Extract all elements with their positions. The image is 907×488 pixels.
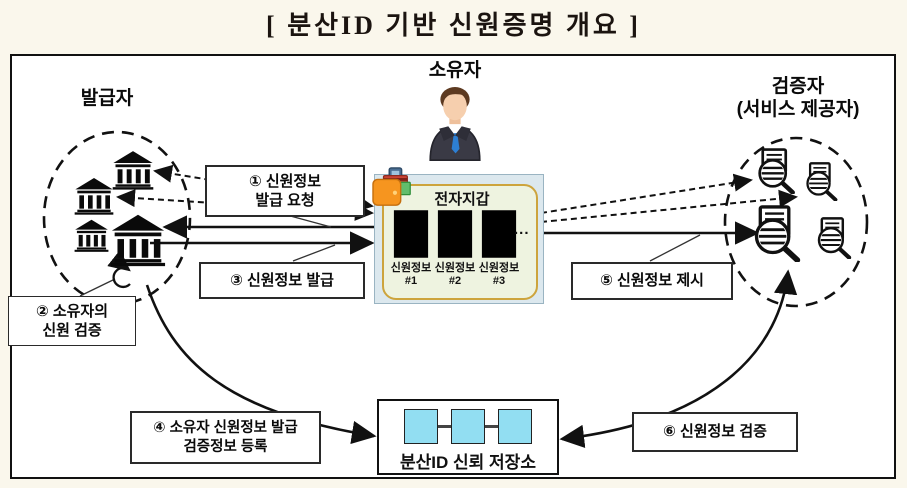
credential-number: #1: [404, 274, 418, 287]
step6-label-box: ⑥ 신원정보 검증: [632, 412, 798, 452]
bank-icon: [112, 150, 154, 190]
chain-link: [438, 425, 451, 428]
step2-line1: ② 소유자의: [35, 302, 109, 320]
credential-label-2: 신원정보 #2: [432, 262, 478, 287]
step3-line1: ③ 신원정보 발급: [230, 271, 334, 289]
block-icon: [451, 409, 485, 444]
owner-label: 소유자: [428, 60, 482, 81]
credential-label-1: 신원정보 #1: [388, 262, 434, 287]
verify-document-icon: [752, 148, 798, 194]
credential-name: 신원정보: [434, 262, 476, 274]
verifier-label-line2: (서비스 제공자): [736, 98, 860, 120]
step5-label-box: ⑤ 신원정보 제시: [571, 262, 733, 300]
credential-name: 신원정보: [478, 262, 520, 274]
verify-document-icon: [812, 217, 854, 259]
step1-line1: ① 신원정보: [248, 172, 322, 190]
trust-storage-label: 분산ID 신뢰 저장소: [400, 453, 536, 472]
blockchain-icon: [404, 409, 532, 444]
credential-icon-1: [392, 208, 430, 260]
step2-line2: 신원 검증: [42, 322, 102, 339]
trust-storage-box: 분산ID 신뢰 저장소: [377, 399, 559, 475]
credential-icon-2: [436, 208, 474, 260]
wallet-title: 전자지갑: [434, 191, 490, 208]
bank-icon: [110, 213, 166, 267]
block-icon: [498, 409, 532, 444]
page-title: [ 분산ID 기반 신원증명 개요 ]: [266, 11, 641, 40]
credential-number: #3: [492, 274, 506, 287]
credential-name: 신원정보: [390, 262, 432, 274]
step5-line1: ⑤ 신원정보 제시: [600, 272, 704, 290]
wallet-icon: [372, 167, 411, 206]
step2-label-box: ② 소유자의 신원 검증: [8, 296, 136, 346]
verifier-label-line1: 검증자: [771, 76, 825, 97]
verify-document-icon: [747, 205, 804, 262]
step4-line2: 검증정보 등록: [183, 438, 268, 455]
credential-number: #2: [448, 274, 462, 287]
step1-line2: 발급 요청: [255, 192, 315, 209]
credential-icon-3: [480, 208, 518, 260]
step4-label-box: ④ 소유자 신원정보 발급 검증정보 등록: [130, 411, 321, 464]
step3-label-box: ③ 신원정보 발급: [199, 262, 365, 299]
verifier-label: 검증자 (서비스 제공자): [698, 76, 898, 122]
step1-label-box: ① 신원정보 발급 요청: [205, 165, 365, 217]
chain-link: [485, 425, 498, 428]
bank-icon: [74, 177, 114, 215]
issuer-label: 발급자: [80, 88, 134, 109]
bank-icon: [74, 219, 109, 252]
block-icon: [404, 409, 438, 444]
owner-person-icon: [429, 87, 481, 161]
credential-label-3: 신원정보 #3: [476, 262, 522, 287]
more-credentials-ellipsis: ...: [514, 221, 530, 238]
verify-document-icon: [801, 162, 840, 201]
step4-line1: ④ 소유자 신원정보 발급: [153, 419, 298, 436]
step6-line1: ⑥ 신원정보 검증: [663, 423, 767, 441]
